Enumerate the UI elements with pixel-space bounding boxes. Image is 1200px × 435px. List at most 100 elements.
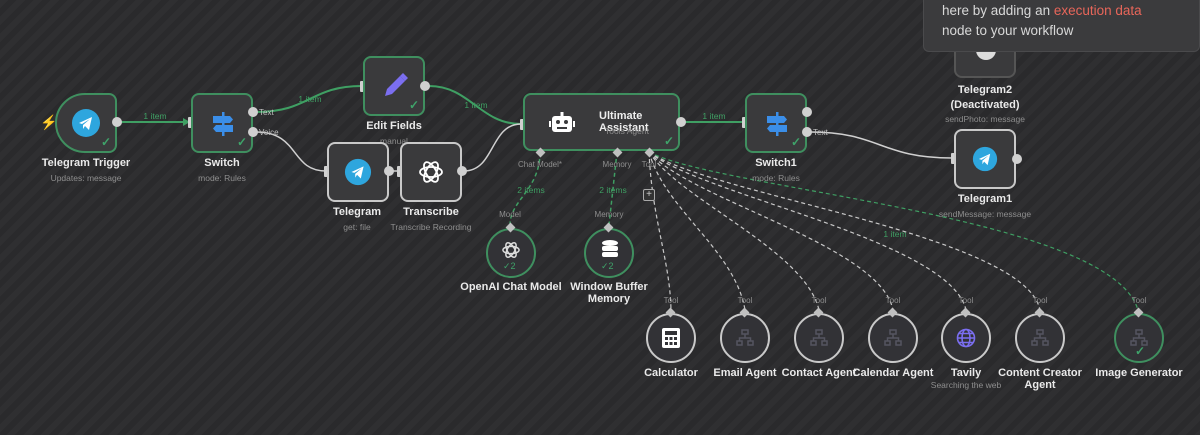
telegram-icon [344,158,372,186]
edge-transcribe-assistant [463,123,522,172]
node-title: Telegram1 [957,193,1013,205]
robot-icon [549,112,575,132]
edge-switch1-telegram1 [809,131,953,159]
edge-switch-telegram [255,131,327,172]
success-check-icon: ✓ [236,135,247,149]
signpost-icon [213,112,233,136]
node-title-line2: Memory [587,293,631,305]
node-switch[interactable]: ✓ [191,93,253,153]
node-subtitle: manual [380,136,408,146]
output-port[interactable] [1012,154,1022,164]
node-title: Switch [204,157,240,169]
workflow-icon [1130,329,1148,347]
node-title: OpenAI Chat Model [460,281,562,293]
output-port[interactable] [420,81,430,91]
port-label: Tool [958,296,974,305]
port-label: Tool [1131,296,1147,305]
input-port[interactable] [520,119,525,130]
node-subtitle: Tools Agent [605,126,649,136]
tool-circle[interactable]: ✓ [1114,313,1164,363]
port-label: Model [499,210,521,219]
port-label: Memory [602,160,632,169]
tool-circle[interactable] [794,313,844,363]
edge-memory [608,151,618,226]
tool-title: Calculator [644,367,698,379]
input-port[interactable] [360,81,365,92]
database-icon [602,240,618,257]
tool-circle[interactable] [868,313,918,363]
tool-subtitle: Searching the web [930,380,1002,390]
port-label: Chat Model* [517,160,563,169]
execution-data-link[interactable]: execution data [1053,3,1142,18]
edge-chatmodel [509,151,541,226]
node-transcribe[interactable] [400,142,462,202]
node-subtitle: mode: Rules [752,173,800,183]
output-port[interactable] [112,117,122,127]
port-label: Memory [594,210,624,219]
tool-circle[interactable] [646,313,696,363]
edge-label: 1 item [298,94,322,104]
tool-circle[interactable] [941,313,991,363]
node-telegram1[interactable] [954,129,1016,189]
edge-tool-calendar [648,151,894,311]
output-port-text[interactable] [802,127,812,137]
output-port[interactable] [676,117,686,127]
output-label: Text [259,108,274,117]
input-port[interactable] [397,166,402,177]
success-check-icon: ✓ [100,135,111,149]
edge-tool-content [648,151,1041,311]
workflow-icon [884,329,902,347]
add-tool-button[interactable]: + [643,189,655,201]
success-check-icon: ✓ [790,135,801,149]
node-subtitle: Updates: message [50,173,122,183]
output-port-text[interactable] [248,107,258,117]
output-port[interactable] [802,107,812,117]
node-subtitle: sendMessage: message [938,209,1032,219]
tool-circle[interactable] [720,313,770,363]
edge-tool-email [648,151,746,311]
input-port[interactable] [951,153,956,164]
tooltip-text: here by adding an [942,3,1054,18]
tool-title: Image Generator [1095,367,1183,379]
tool-title: Email Agent [713,367,777,379]
node-window-buffer-memory[interactable]: ✓2 [584,228,634,278]
tool-title: Content Creator [998,367,1082,379]
node-title: Telegram [332,206,382,218]
signpost-icon [767,112,787,136]
node-title: Transcribe [403,206,459,218]
success-check-icon: ✓ [1135,344,1146,358]
calculator-icon [662,328,680,348]
port-label: Tool [737,296,753,305]
edge-tool-contact [648,151,820,311]
tooltip-panel: here by adding an execution data node to… [923,0,1200,52]
node-edit-fields[interactable]: ✓ [363,56,425,116]
node-subtitle: sendPhoto: message [945,114,1025,124]
input-port[interactable] [324,166,329,177]
node-telegram[interactable] [327,142,389,202]
node-openai-chat-model[interactable]: ✓2 [486,228,536,278]
node-telegram-trigger[interactable]: ✓ [55,93,117,153]
trigger-bolt-icon: ⚡ [40,114,58,130]
edge-label: 2 items [517,185,545,195]
edge-edit-assistant [428,85,522,125]
node-subtitle: get: file [343,222,371,232]
input-port[interactable] [188,117,193,128]
output-port[interactable] [457,166,467,176]
output-port-voice[interactable] [248,127,258,137]
node-switch1[interactable]: ✓ [745,93,807,153]
node-subtitle: mode: Rules [198,173,246,183]
input-port[interactable] [742,117,747,128]
tooltip-text: node to your workflow [942,23,1074,38]
run-count: ✓2 [601,261,614,271]
node-ultimate-assistant[interactable]: Ultimate Assistant Tools Agent ✓ [523,93,680,151]
edge-label: 1 item [883,229,907,239]
tool-circle[interactable] [1015,313,1065,363]
telegram-icon [72,109,100,137]
node-title: Switch1 [755,157,797,169]
success-check-icon: ✓ [408,98,419,112]
output-port[interactable] [384,166,394,176]
telegram-icon [972,146,998,172]
edge-label: 1 item [702,111,726,121]
edge-label: 1 item [464,100,488,110]
